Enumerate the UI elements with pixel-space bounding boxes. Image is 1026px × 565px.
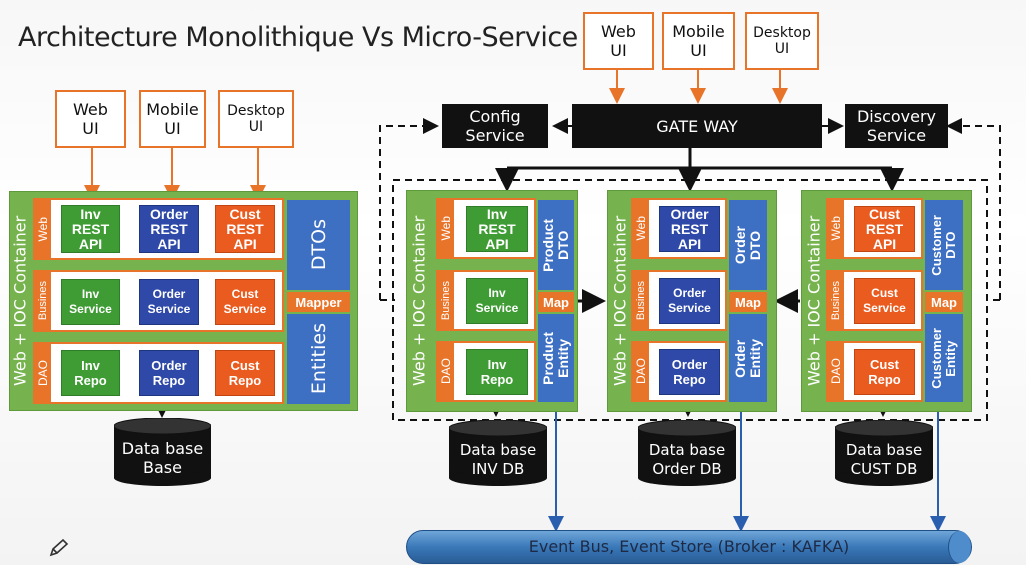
discovery-service: Discovery Service [845,104,948,148]
micro-ui-arrows [609,70,788,104]
cust-database: Data base CUST DB [835,420,933,486]
order-dto: Order DTO [732,225,763,265]
mono-mapper: Mapper [287,292,350,312]
database-icon [835,420,933,486]
micro-web-ui: Web UI [583,12,654,70]
database-icon [638,420,736,486]
mono-dao-layer-label: DAO [35,359,50,386]
mono-order-service: Order Service [139,279,199,325]
mono-cust-rest-api: Cust REST API [215,205,275,253]
cust-database-label: Data base CUST DB [845,441,923,478]
cust-web-layer-label: Web [828,216,843,241]
mono-ui-arrows [84,147,266,201]
cust-container-label: Web + IOC Container [804,215,824,387]
db-bus-arrows [548,400,946,532]
inv-rest-api: Inv REST API [466,206,528,252]
inv-service: Inv Service [466,278,528,324]
inv-business-layer-label: Busines [439,280,452,321]
inv-database: Data base INV DB [449,420,547,486]
order-rest-api: Order REST API [659,206,720,252]
mono-inv-rest-api: Inv REST API [61,205,120,253]
inv-database-label: Data base INV DB [459,441,537,478]
event-bus-label: Event Bus, Event Store (Broker : KAFKA) [528,537,850,556]
mono-inv-service: Inv Service [61,279,120,325]
config-service: Config Service [442,104,548,148]
order-dao-layer-label: DAO [633,358,648,385]
customer-dto: Customer DTO [929,214,958,276]
mono-mobile-ui: Mobile UI [139,90,206,148]
mono-web-layer-label: Web [35,216,50,242]
mono-container-label: Web + IOC Container [10,215,30,387]
mono-order-rest-api: Order REST API [139,205,199,253]
mono-cust-service: Cust Service [215,279,275,325]
mono-business-layer-label: Busines [36,281,49,321]
mono-entities: Entities [307,323,330,395]
page-title: Architecture Monolithique Vs Micro-Servi… [18,22,578,53]
inv-map: Map [538,292,574,312]
cust-dao-layer-label: DAO [828,358,843,385]
mono-inv-repo: Inv Repo [61,350,120,396]
cust-repo: Cust Repo [854,349,915,395]
order-database-label: Data base Order DB [648,441,726,478]
inv-container-label: Web + IOC Container [409,215,429,387]
mono-database-label: Data base Base [121,439,204,477]
mono-database: Data base Base [114,418,211,486]
order-business-layer-label: Busines [634,280,647,321]
order-web-layer-label: Web [633,216,648,241]
micro-mobile-ui: Mobile UI [662,12,735,70]
pencil-icon[interactable] [48,538,70,558]
order-container-label: Web + IOC Container [610,215,630,387]
database-icon [114,418,211,486]
gateway: GATE WAY [572,104,822,148]
mono-dtos: DTOs [307,219,330,271]
mono-web-ui: Web UI [55,90,126,148]
gateway-fanout [495,148,904,192]
inv-dao-layer-label: DAO [438,358,453,385]
cust-rest-api: Cust REST API [854,206,915,252]
customer-entity: Customer Entity [929,327,958,389]
cust-business-layer-label: Busines [829,280,842,321]
cust-service: Cust Service [854,278,915,324]
micro-desktop-ui: Desktop UI [745,12,819,70]
database-icon [449,420,547,486]
cust-map: Map [925,292,963,312]
mono-cust-repo: Cust Repo [215,350,275,396]
inv-repo: Inv Repo [466,349,528,395]
mono-order-repo: Order Repo [139,350,199,396]
event-bus: Event Bus, Event Store (Broker : KAFKA) [406,530,972,564]
product-entity: Product Entity [540,331,571,385]
order-repo: Order Repo [659,349,720,395]
order-service: Order Service [659,278,720,324]
order-database: Data base Order DB [638,420,736,486]
product-dto: Product DTO [540,218,571,272]
inv-web-layer-label: Web [438,216,453,241]
order-entity: Order Entity [732,338,763,378]
order-map: Map [729,292,767,312]
mono-desktop-ui: Desktop UI [218,90,294,148]
